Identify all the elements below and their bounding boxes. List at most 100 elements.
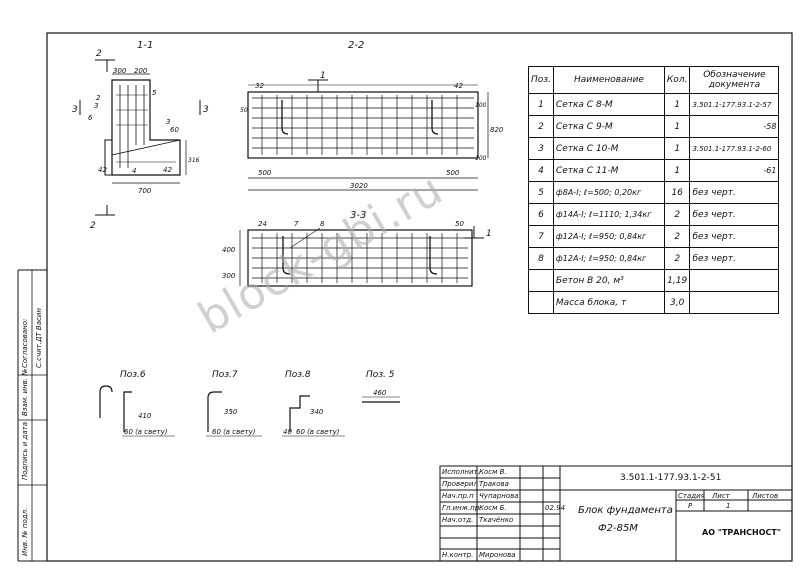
svg-text:1: 1 <box>486 229 492 239</box>
bar-details: Поз.6 410 60 (в свету) Поз.7 350 60 (в с… <box>99 370 400 437</box>
svg-text:8: 8 <box>320 220 325 228</box>
sheet-frame <box>46 32 793 562</box>
svg-text:50: 50 <box>240 107 248 114</box>
organization: АО "ТРАНСНОСТ" <box>702 528 782 537</box>
svg-text:Поз.6: Поз.6 <box>120 370 146 380</box>
svg-text:2: 2 <box>96 49 102 59</box>
doc-number: 3.501.1-177.93.1-2-51 <box>620 473 722 483</box>
svg-text:7: 7 <box>294 220 299 228</box>
role-name: Косм В. <box>479 468 507 476</box>
role-label: Н.контр. <box>442 551 474 559</box>
drawing-title: Блок фундамента <box>578 505 673 516</box>
svg-text:316: 316 <box>188 157 200 164</box>
svg-text:350: 350 <box>224 408 238 416</box>
svg-text:24: 24 <box>258 220 267 228</box>
role-label: Нач.отд. <box>442 516 474 524</box>
svg-text:42: 42 <box>454 82 463 90</box>
svg-text:40: 40 <box>283 428 292 436</box>
svg-text:42: 42 <box>163 166 172 174</box>
role-label: Проверил <box>442 480 478 488</box>
svg-text:6: 6 <box>88 114 93 122</box>
svg-text:5: 5 <box>152 89 157 97</box>
role-name: Миронова <box>479 551 516 559</box>
svg-text:500: 500 <box>258 169 272 177</box>
svg-text:32: 32 <box>255 82 264 90</box>
svg-text:410: 410 <box>138 412 152 420</box>
section-1-1: 1-1 2 2 3 3 <box>72 40 209 231</box>
svg-text:Поз.7: Поз.7 <box>212 370 238 380</box>
svg-text:60: 60 <box>170 126 179 134</box>
svg-text:340: 340 <box>310 408 324 416</box>
section-3-3-label: 3-3 <box>350 210 366 221</box>
svg-text:3020: 3020 <box>350 182 368 190</box>
role-name: Чупарнова <box>479 492 519 500</box>
svg-text:2: 2 <box>96 94 101 102</box>
svg-text:60 (в свету): 60 (в свету) <box>212 428 256 436</box>
svg-text:3: 3 <box>72 105 78 115</box>
spec-header-qty: Кол. <box>663 66 691 94</box>
svg-text:42: 42 <box>98 166 107 174</box>
section-3-3: 3-3 1 24 7 8 50 <box>222 210 492 287</box>
sign-date-label: Подпись и дата <box>21 422 29 480</box>
section-2-2-label: 2-2 <box>348 40 364 51</box>
title-block-frame <box>439 465 793 562</box>
role-name: Ткачёнко <box>479 516 514 524</box>
svg-text:700: 700 <box>138 187 152 195</box>
role-label: Гл.инж.пр. <box>442 504 482 512</box>
inv-label: Инв. № подл. <box>21 507 29 556</box>
vzam-label: Взам. инв. № <box>21 368 29 416</box>
svg-text:400: 400 <box>222 246 236 254</box>
sheets-label: Листов <box>752 492 779 500</box>
spec-header-pos: Поз. <box>528 66 554 94</box>
agreed-label: Согласовано: <box>21 318 29 368</box>
spec-header-doc: Обозначение документа <box>689 66 780 94</box>
svg-text:500: 500 <box>446 169 460 177</box>
stage-value: Р <box>688 502 693 510</box>
agreed-line: С.счит.ДТ Васин <box>35 308 43 368</box>
svg-text:3: 3 <box>166 118 170 126</box>
svg-text:100: 100 <box>475 155 487 162</box>
svg-text:60 (в свету): 60 (в свету) <box>296 428 340 436</box>
svg-text:200: 200 <box>134 67 148 75</box>
role-label: Нач.пр.п <box>442 492 474 500</box>
svg-text:100: 100 <box>475 102 487 109</box>
svg-text:3: 3 <box>94 102 98 110</box>
sheet-label: Лист <box>712 492 730 500</box>
stage-label: Стадия <box>678 492 705 500</box>
svg-text:60 (в свету): 60 (в свету) <box>124 428 168 436</box>
svg-text:2: 2 <box>90 221 96 231</box>
sign-date: 02.94 <box>545 504 566 512</box>
section-2-2: 2-2 1 32 42 <box>240 40 504 191</box>
spec-header-row: Поз. Наименование Кол. Обозначение докум… <box>528 66 780 94</box>
svg-text:Поз.8: Поз.8 <box>285 370 311 380</box>
svg-text:460: 460 <box>373 389 387 397</box>
svg-text:1: 1 <box>320 71 326 81</box>
role-name: Косм Б. <box>479 504 507 512</box>
section-1-1-label: 1-1 <box>137 40 153 51</box>
svg-text:50: 50 <box>455 220 464 228</box>
spec-header-name: Наименование <box>552 66 665 94</box>
svg-text:820: 820 <box>490 126 504 134</box>
svg-text:300: 300 <box>222 272 236 280</box>
svg-text:4: 4 <box>132 167 136 175</box>
svg-text:Поз. 5: Поз. 5 <box>366 370 395 380</box>
role-label: Исполнит. <box>442 468 480 476</box>
sheet-value: 1 <box>726 502 731 510</box>
svg-text:300: 300 <box>113 67 127 75</box>
role-name: Тракова <box>479 480 509 488</box>
svg-text:3: 3 <box>203 105 209 115</box>
specification-table: Поз. Наименование Кол. Обозначение докум… <box>528 66 780 314</box>
drawing-code: Ф2-85М <box>598 523 638 534</box>
